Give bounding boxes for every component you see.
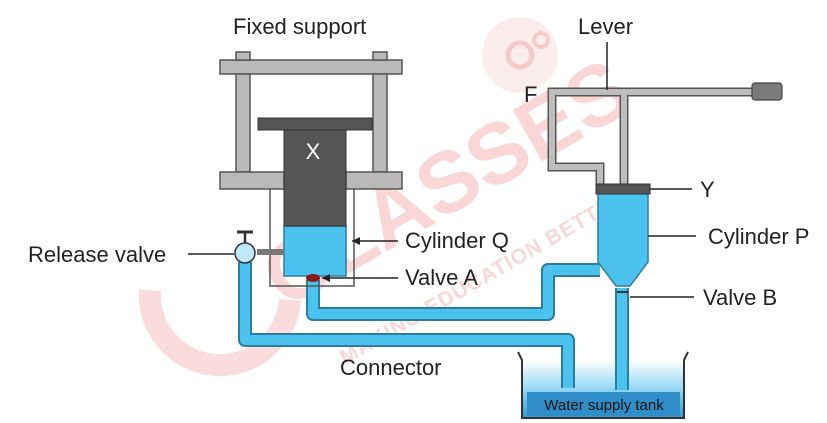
lever-handle [751,82,783,101]
watermark-ring-icon [138,289,301,377]
connector-label: Connector [340,355,442,380]
lever [547,82,783,184]
valve-a-arrow-icon [322,274,330,282]
cylinder-q: X [257,117,373,282]
fulcrum-label: F [524,82,537,107]
fixed-support-label: Fixed support [233,14,366,39]
upper-bolt-left [235,51,251,61]
release-valve-label: Release valve [28,242,166,267]
piston-x [283,129,347,227]
piston-y [595,183,651,195]
connector-pipes [238,262,629,390]
upper-bolt-right [372,51,388,61]
lever-label: Lever [578,14,633,39]
labels: Fixed support Lever F Y Cylinder P Cylin… [28,14,809,380]
cylinder-q-label: Cylinder Q [405,228,509,253]
tank-label-box [527,392,680,416]
piston-x-label: X [306,139,321,164]
cylinder-p-label: Cylinder P [708,224,809,249]
piston-y-label: Y [700,177,715,202]
bottom-beam-right [345,171,403,190]
left-column [235,73,251,173]
water-supply-tank: Water supply tank [517,351,689,419]
right-column [372,73,388,173]
top-beam [219,59,403,75]
piston-x-plate [257,117,373,131]
release-valve-icon [234,242,256,264]
valve-b-label: Valve B [703,285,777,310]
cylinder-q-water [283,225,347,277]
cylinder-q-arrow-icon [352,237,360,245]
cylinder-p-body [597,191,649,287]
bottom-beam-left [219,171,285,190]
cylinder-q-housing [269,189,355,287]
release-valve [234,230,284,264]
valve-a-label: Valve A [405,265,478,290]
watermark-logo-icon [482,17,558,93]
valve-a-icon [306,274,320,282]
cylinder-p [595,183,651,293]
water-supply-tank-label: Water supply tank [544,397,664,414]
